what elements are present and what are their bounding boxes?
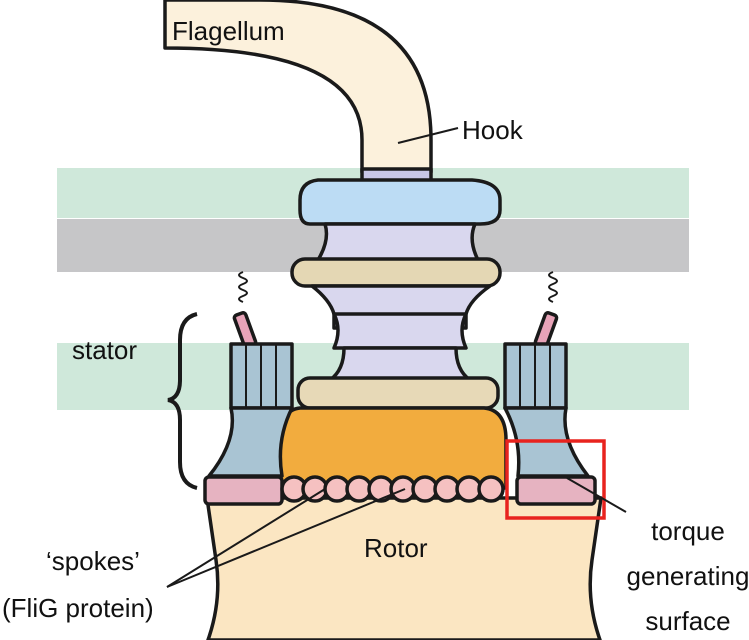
torque-surface-highlight (505, 439, 606, 520)
spokes-group (280, 475, 505, 503)
torque-label-line1: torque (651, 516, 725, 546)
ms-ring (296, 376, 500, 410)
torque-pointer-line (566, 477, 627, 513)
rotor-base (205, 496, 603, 640)
upper-rod (316, 222, 480, 262)
stator-label: stator (72, 335, 137, 365)
stator-brace (167, 312, 198, 490)
hook-pointer-line (397, 127, 459, 144)
rod-lower (328, 346, 472, 382)
stator-left (207, 271, 294, 478)
flig-protein-label: (FliG protein) (2, 593, 154, 623)
spokes-pointer-line-2 (166, 488, 406, 588)
spokes-pointer-line-1 (166, 488, 326, 588)
flagellum-label: Flagellum (172, 16, 285, 46)
stator-pad-right (515, 475, 597, 506)
torque-label-line2: generating (627, 561, 749, 591)
l-ring (298, 178, 502, 226)
torque-label-line3: surface (645, 606, 730, 636)
stator-left-tether (238, 271, 248, 303)
stator-right-tether (548, 271, 558, 303)
spoke (477, 475, 505, 503)
p-ring (290, 257, 502, 288)
stator-pad-left (203, 475, 284, 506)
rod-collar (332, 312, 468, 350)
spokes-label: ‘spokes’ (46, 546, 140, 576)
stator-left-foot (207, 406, 294, 478)
hook-label: Hook (462, 115, 524, 145)
rotor-label: Rotor (364, 533, 428, 563)
